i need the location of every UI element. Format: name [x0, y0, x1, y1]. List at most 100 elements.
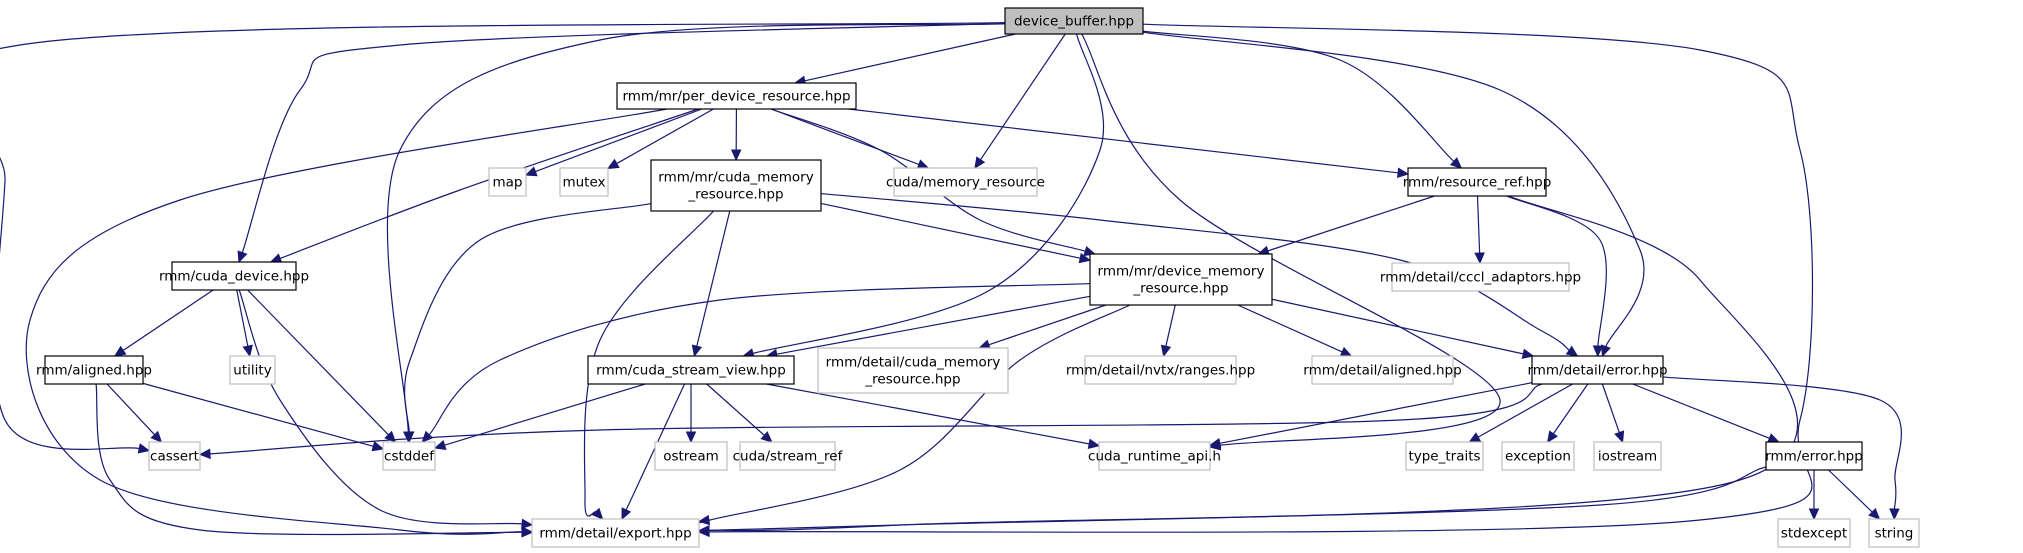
edge-line	[1142, 30, 1455, 162]
node-type-traits: type_traits	[1405, 441, 1484, 471]
node-box	[1531, 355, 1664, 385]
node-detail-error[interactable]: rmm/detail/error.hpp	[1527, 355, 1668, 385]
edge-resource-ref-to-cccl-adaptors	[1474, 195, 1485, 265]
node-box	[1501, 441, 1575, 471]
node-cassert: cassert	[148, 441, 201, 471]
edge-line	[1552, 383, 1589, 435]
arrowhead-icon	[1087, 438, 1101, 449]
edge-rmm-error-to-stdexcept	[1808, 470, 1820, 521]
node-utility: utility	[229, 355, 276, 385]
node-label: rmm/mr/cuda_memory	[658, 170, 813, 186]
node-label: cstddef	[384, 449, 435, 465]
edge-line	[770, 108, 920, 166]
node-per-device-resource[interactable]: rmm/mr/per_device_resource.hpp	[616, 82, 857, 110]
node-label: rmm/detail/nvtx/ranges.hpp	[1066, 363, 1255, 379]
edge-line	[616, 108, 714, 165]
node-aligned[interactable]: rmm/aligned.hpp	[36, 355, 152, 385]
edge-device-memory-resource-to-detail-error	[1271, 298, 1535, 359]
edge-line	[535, 108, 703, 173]
node-label: rmm/detail/error.hpp	[1527, 363, 1667, 379]
node-label: rmm/mr/device_memory	[1098, 264, 1265, 280]
edge-device-buffer-to-cassert	[0, 21, 1006, 454]
edge-line	[142, 382, 374, 447]
edge-cuda-device-to-export	[238, 289, 534, 530]
node-nvtx-ranges: rmm/detail/nvtx/ranges.hpp	[1066, 355, 1255, 385]
arrowhead-icon	[1078, 252, 1092, 264]
edge-detail-error-to-exception	[1546, 383, 1589, 444]
arrowhead-icon	[1546, 430, 1558, 444]
arrowhead-icon	[521, 518, 534, 530]
node-cuda-stream-view[interactable]: rmm/cuda_stream_view.hpp	[587, 355, 795, 385]
edge-aligned-to-cstddef	[142, 382, 385, 452]
node-cuda-device[interactable]: rmm/cuda_device.hpp	[159, 261, 309, 291]
node-box	[1777, 518, 1851, 548]
edge-per-device-resource-to-cuda-device	[269, 108, 699, 264]
node-resource-ref[interactable]: rmm/resource_ref.hpp	[1403, 167, 1552, 197]
node-label: utility	[233, 363, 271, 379]
edge-line	[820, 202, 1081, 259]
arrowhead-icon	[1396, 167, 1410, 179]
node-cuda-memory-resource[interactable]: rmm/mr/cuda_memory_resource.hpp	[650, 159, 822, 212]
node-label: device_buffer.hpp	[1014, 14, 1134, 30]
edge-line	[1632, 383, 1770, 439]
arrowhead-icon	[1468, 432, 1482, 443]
edge-cuda-stream-view-to-cstddef	[433, 383, 646, 451]
node-label: rmm/error.hpp	[1765, 449, 1863, 465]
arrowhead-icon	[113, 345, 127, 357]
edge-line	[1271, 298, 1524, 355]
arrowhead-icon	[1208, 438, 1222, 449]
edge-device-buffer-to-resource-ref	[1142, 30, 1463, 169]
node-mutex: mutex	[559, 167, 609, 197]
node-box	[1089, 253, 1273, 306]
arrowhead-icon	[606, 158, 620, 170]
node-label: rmm/detail/cccl_adaptors.hpp	[1380, 270, 1581, 286]
arrowhead-icon	[524, 166, 538, 177]
edge-line	[708, 195, 1799, 532]
arrowhead-icon	[685, 431, 697, 444]
edge-resource-ref-to-device-memory-resource	[1257, 195, 1435, 256]
node-cstddef: cstddef	[382, 441, 436, 471]
edge-line	[247, 289, 389, 436]
edge-line	[428, 282, 1091, 436]
node-box	[1593, 441, 1662, 471]
arrowhead-icon	[591, 507, 604, 520]
edge-device-buffer-to-cuda-device	[237, 22, 1006, 264]
arrowhead-icon	[1889, 508, 1900, 521]
edge-detail-error-to-rmm-error	[1632, 383, 1780, 444]
edge-device-memory-resource-to-nvtx-ranges	[1160, 304, 1176, 358]
node-box	[1868, 518, 1920, 548]
node-rmm-error[interactable]: rmm/error.hpp	[1765, 441, 1863, 471]
edge-line	[776, 295, 1091, 355]
edge-line	[804, 33, 1016, 82]
node-device-memory-resource[interactable]: rmm/mr/device_memory_resource.hpp	[1089, 253, 1273, 306]
node-label: cuda_runtime_api.h	[1088, 449, 1221, 465]
edge-line	[1081, 33, 1501, 446]
node-label: iostream	[1598, 449, 1657, 465]
edge-line	[106, 383, 156, 436]
node-box	[559, 167, 609, 197]
arrowhead-icon	[691, 344, 703, 358]
node-string: string	[1868, 518, 1920, 548]
edge-rmm-error-to-string	[1828, 469, 1881, 520]
edge-cuda-memory-resource-to-cuda-stream-view	[691, 210, 731, 358]
node-label: rmm/detail/cuda_memory	[826, 355, 1001, 371]
edge-cuda-memory-resource-to-detail-error	[820, 192, 1579, 357]
edge-line	[1828, 469, 1873, 513]
arrowhead-icon	[150, 430, 163, 443]
arrowhead-icon	[1565, 345, 1579, 357]
node-device-buffer[interactable]: device_buffer.hpp	[1004, 7, 1144, 35]
node-label: _resource.hpp	[864, 372, 960, 388]
edge-line	[386, 23, 1006, 433]
edge-line	[820, 192, 1570, 351]
edge-line	[706, 383, 765, 436]
edge-device-buffer-to-detail-error	[1142, 31, 1645, 358]
edge-line	[1662, 376, 1902, 510]
edge-cuda-memory-resource-to-export	[583, 210, 715, 520]
arrowhead-icon	[974, 156, 986, 170]
node-label: cassert	[150, 449, 199, 465]
edge-line	[988, 304, 1107, 346]
edge-line	[708, 466, 1767, 531]
arrowhead-icon	[521, 527, 534, 538]
edge-line	[583, 210, 715, 517]
